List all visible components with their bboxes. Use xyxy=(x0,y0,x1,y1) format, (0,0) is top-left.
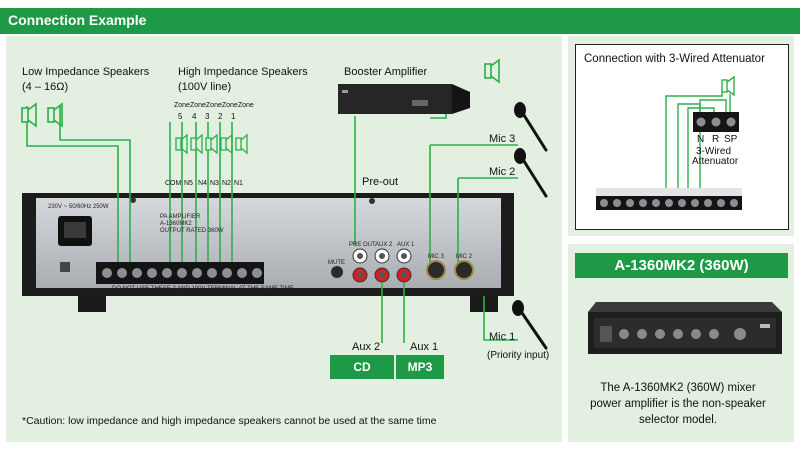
terminal-label-n3: N3 xyxy=(210,180,219,187)
power-inlet-socket xyxy=(64,222,86,238)
preout-label: Pre-out xyxy=(362,176,399,188)
attenuator-letter-sp: SP xyxy=(724,134,738,145)
mic3-head xyxy=(514,102,526,118)
aux2-label: Aux 2 xyxy=(352,341,381,353)
attenuator-letter-r: R xyxy=(712,134,720,145)
rca-jacks xyxy=(352,248,412,283)
amp-foot xyxy=(78,294,106,312)
mic2-label: Mic 2 xyxy=(489,166,516,178)
mute-jack-label: MUTE xyxy=(328,260,345,266)
header-bar xyxy=(0,8,800,34)
attenuator-terminal xyxy=(693,112,739,132)
model-block-line: A-1360MK2 xyxy=(160,221,192,227)
product-description: The A-1360MK2 (360W) mixer xyxy=(600,382,756,394)
zone-header: ZoneZoneZoneZoneZone xyxy=(174,102,254,109)
booster-amplifier xyxy=(338,84,470,114)
attenuator-letter-n: N xyxy=(697,134,705,145)
aux1-label: Aux 1 xyxy=(410,341,439,353)
zone-number: 1 xyxy=(231,112,236,121)
aux1-jack-label: AUX 1 xyxy=(397,242,415,248)
mic3-jack-label: MIC 3 xyxy=(428,254,445,260)
terminal-label-n5: N5 xyxy=(184,180,193,187)
mic3-jack xyxy=(426,260,446,280)
caution-text: *Caution: low impedance and high impedan… xyxy=(22,415,437,427)
ground-terminal xyxy=(60,262,70,272)
booster-speaker-icon xyxy=(484,58,500,84)
chassis-screw xyxy=(369,198,375,204)
warning-text: DO NOT USE THESE 2 AND 100V TERMINAL AT … xyxy=(112,286,294,292)
mic1-label: Mic 1 xyxy=(489,331,516,343)
model-block-line: PA AMPLIFIER xyxy=(160,214,201,220)
mic2-head xyxy=(514,148,526,164)
microphone-icon xyxy=(518,110,548,350)
chassis-screw xyxy=(130,197,136,203)
attenuator-wiring xyxy=(665,90,731,188)
terminal-label-n1: N1 xyxy=(234,180,243,187)
high-impedance-label: High Impedance Speakers xyxy=(178,66,308,78)
attenuator-title: Connection with 3-Wired Attenuator xyxy=(584,53,765,65)
header-title: Connection Example xyxy=(8,12,147,28)
attenuator-terminal-strip xyxy=(596,188,742,210)
terminal-label-n4: N4 xyxy=(198,180,207,187)
attenuator-caption: Attenuator xyxy=(692,156,739,167)
terminal-label-com: COM xyxy=(165,180,182,187)
preout-jack-label: PRE OUT xyxy=(349,242,376,248)
zone-number: 3 xyxy=(205,112,210,121)
product-description: power amplifier is the non-speaker xyxy=(590,398,766,410)
low-impedance-label: Low Impedance Speakers xyxy=(22,66,150,78)
warning-text: TO 100/250 TOTAL IMPEDANCE 8Ω xyxy=(112,292,211,298)
model-block-line: OUTPUT RATED 360W xyxy=(160,228,224,234)
low-impedance-speaker-icon xyxy=(21,102,63,128)
zone-number: 4 xyxy=(192,112,197,121)
terminal-label-n2: N2 xyxy=(222,180,231,187)
priority-label: (Priority input) xyxy=(487,350,550,361)
aux2-jack-label: AUX 2 xyxy=(375,242,393,248)
product-image xyxy=(588,302,782,354)
mic1-head xyxy=(512,300,524,316)
power-rating-text: 230V ~ 50/60Hz 250W xyxy=(48,204,109,210)
mp3-source-box: MP3 xyxy=(396,355,444,379)
cd-source-box: CD xyxy=(330,355,394,379)
high-impedance-range: (100V line) xyxy=(178,81,232,93)
zone-number: 5 xyxy=(178,112,183,121)
attenuator-speaker-icon xyxy=(721,75,735,97)
product-description: selector model. xyxy=(639,414,717,426)
attenuator-caption: 3-Wired xyxy=(696,146,732,157)
wiring xyxy=(26,106,518,343)
mic2-jack-label: MIC 2 xyxy=(456,254,473,260)
terminal-screws xyxy=(102,268,262,278)
mic2-jack xyxy=(454,260,474,280)
product-title: A-1360MK2 (360W) xyxy=(575,253,788,278)
low-impedance-range: (4 – 16Ω) xyxy=(22,81,69,93)
high-impedance-speaker-icon xyxy=(175,133,248,155)
booster-label: Booster Amplifier xyxy=(344,66,428,78)
mute-jack xyxy=(331,266,343,278)
mic3-label: Mic 3 xyxy=(489,133,516,145)
zone-number: 2 xyxy=(218,112,223,121)
